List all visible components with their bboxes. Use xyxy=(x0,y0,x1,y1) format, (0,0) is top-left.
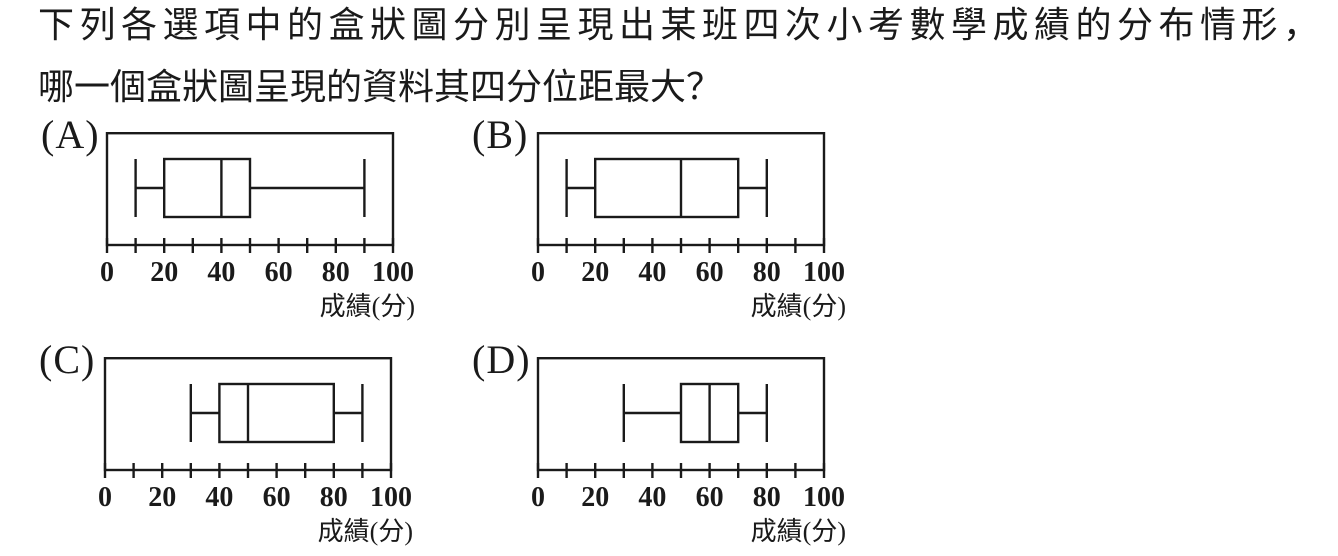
tick-label: 60 xyxy=(696,257,724,288)
tick-label: 20 xyxy=(150,257,178,288)
axis-title: 成績(分) xyxy=(318,517,413,546)
axis-title: 成績(分) xyxy=(320,292,415,321)
tick-label: 20 xyxy=(148,482,176,513)
tick-label: 60 xyxy=(696,482,724,513)
option-c-label: (C) xyxy=(39,337,96,382)
tick-label: 0 xyxy=(531,482,545,513)
option-a-block: (A) 0 20 40 60 80 100 成績(分) xyxy=(41,115,423,337)
option-b-label: (B) xyxy=(472,112,529,157)
option-d-block: (D) 0 20 40 60 80 100 成績(分) xyxy=(472,340,854,556)
boxplot-chart-a: 0 20 40 60 80 100 成績(分) xyxy=(100,132,415,321)
tick-label: 40 xyxy=(205,482,233,513)
tick-label: 100 xyxy=(370,482,412,513)
iqr-box xyxy=(162,157,252,219)
iqr-box xyxy=(593,157,740,219)
axis-title: 成績(分) xyxy=(751,517,846,546)
option-b-block: (B) 0 20 40 60 80 100 成績(分) xyxy=(472,115,854,337)
tick-label: 20 xyxy=(581,257,609,288)
option-d-label: (D) xyxy=(472,337,531,382)
question-line-2: 哪一個盒狀圖呈現的資料其四分位距最大？ xyxy=(38,67,723,107)
tick-label: 40 xyxy=(638,482,666,513)
tick-label: 0 xyxy=(98,482,112,513)
tick-label: 100 xyxy=(803,482,845,513)
iqr-box xyxy=(218,382,335,444)
option-c-block: (C) 0 20 40 60 80 100 成績(分) xyxy=(39,340,421,556)
boxplot-chart-d: 0 20 40 60 80 100 成績(分) xyxy=(531,357,846,546)
tick-label: 80 xyxy=(322,257,350,288)
tick-label: 20 xyxy=(581,482,609,513)
tick-label: 60 xyxy=(263,482,291,513)
tick-label: 0 xyxy=(531,257,545,288)
axis-title: 成績(分) xyxy=(751,292,846,321)
tick-label: 0 xyxy=(100,257,114,288)
tick-label: 80 xyxy=(753,257,781,288)
tick-label: 100 xyxy=(803,257,845,288)
boxplot-chart-b: 0 20 40 60 80 100 成績(分) xyxy=(531,132,846,321)
tick-label: 40 xyxy=(207,257,235,288)
tick-label: 80 xyxy=(320,482,348,513)
boxplot-chart-c: 0 20 40 60 80 100 成績(分) xyxy=(98,357,413,546)
question-line-1: 下列各選項中的盒狀圖分別呈現出某班四次小考數學成績的分布情形， xyxy=(38,5,1325,45)
tick-label: 60 xyxy=(265,257,293,288)
tick-label: 100 xyxy=(372,257,414,288)
tick-label: 40 xyxy=(638,257,666,288)
tick-label: 80 xyxy=(753,482,781,513)
option-a-label: (A) xyxy=(41,112,100,157)
